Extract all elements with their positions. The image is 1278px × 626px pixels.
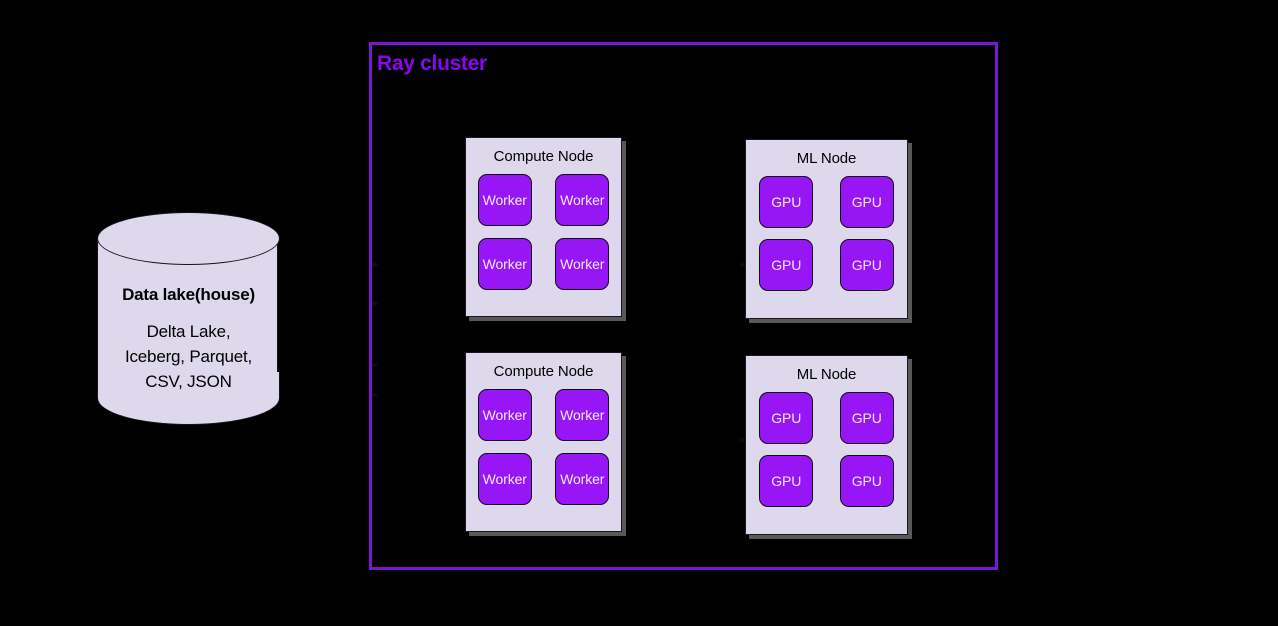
gpu-cell[interactable]: GPU [839, 455, 894, 507]
gpu-cell[interactable]: GPU [759, 239, 814, 291]
worker-cell[interactable]: Worker [477, 174, 532, 226]
connector-arrow-icon [372, 362, 381, 369]
worker-cell[interactable]: Worker [477, 453, 532, 505]
gpu-cell[interactable]: GPU [759, 392, 814, 444]
node-title: Compute Node [493, 148, 594, 165]
node-cell-grid: Worker Worker Worker Worker [466, 389, 621, 505]
gpu-cell[interactable]: GPU [759, 455, 814, 507]
data-lake-format-line: Delta Lake, [146, 322, 231, 341]
data-lake-cylinder: Data lake(house) Delta Lake, Iceberg, Pa… [97, 212, 280, 425]
connector-arrow-icon [372, 262, 381, 269]
node-title: ML Node [796, 150, 857, 167]
ray-cluster-boundary [369, 42, 998, 570]
node-ml-1[interactable]: ML Node GPU GPU GPU GPU [745, 139, 908, 319]
node-cell-grid: GPU GPU GPU GPU [746, 176, 907, 291]
node-cell-grid: GPU GPU GPU GPU [746, 392, 907, 507]
node-title: ML Node [796, 366, 857, 383]
gpu-cell[interactable]: GPU [839, 239, 894, 291]
data-lake-format-line: CSV, JSON [145, 372, 232, 391]
cylinder-bottom-cap [97, 372, 280, 425]
connector-arrow-icon [372, 300, 381, 307]
cylinder-top-ellipse [97, 212, 280, 265]
connector-arrow-icon [740, 437, 749, 444]
gpu-cell[interactable]: GPU [839, 176, 894, 228]
gpu-cell[interactable]: GPU [759, 176, 814, 228]
ray-cluster-title: Ray cluster [377, 52, 487, 75]
worker-cell[interactable]: Worker [555, 238, 610, 290]
connector-arrow-icon [740, 262, 749, 269]
node-title: Compute Node [493, 363, 594, 380]
node-compute-2[interactable]: Compute Node Worker Worker Worker Worker [465, 352, 622, 532]
node-compute-1[interactable]: Compute Node Worker Worker Worker Worker [465, 137, 622, 317]
connector-arrow-icon [372, 392, 381, 399]
data-lake-label-group: Data lake(house) Delta Lake, Iceberg, Pa… [97, 284, 280, 394]
worker-cell[interactable]: Worker [555, 174, 610, 226]
worker-cell[interactable]: Worker [477, 389, 532, 441]
data-lake-formats: Delta Lake, Iceberg, Parquet, CSV, JSON [97, 319, 280, 394]
worker-cell[interactable]: Worker [555, 389, 610, 441]
gpu-cell[interactable]: GPU [839, 392, 894, 444]
worker-cell[interactable]: Worker [477, 238, 532, 290]
node-cell-grid: Worker Worker Worker Worker [466, 174, 621, 290]
data-lake-title: Data lake(house) [122, 285, 255, 304]
node-ml-2[interactable]: ML Node GPU GPU GPU GPU [745, 355, 908, 535]
worker-cell[interactable]: Worker [555, 453, 610, 505]
data-lake-format-line: Iceberg, Parquet, [124, 347, 252, 366]
